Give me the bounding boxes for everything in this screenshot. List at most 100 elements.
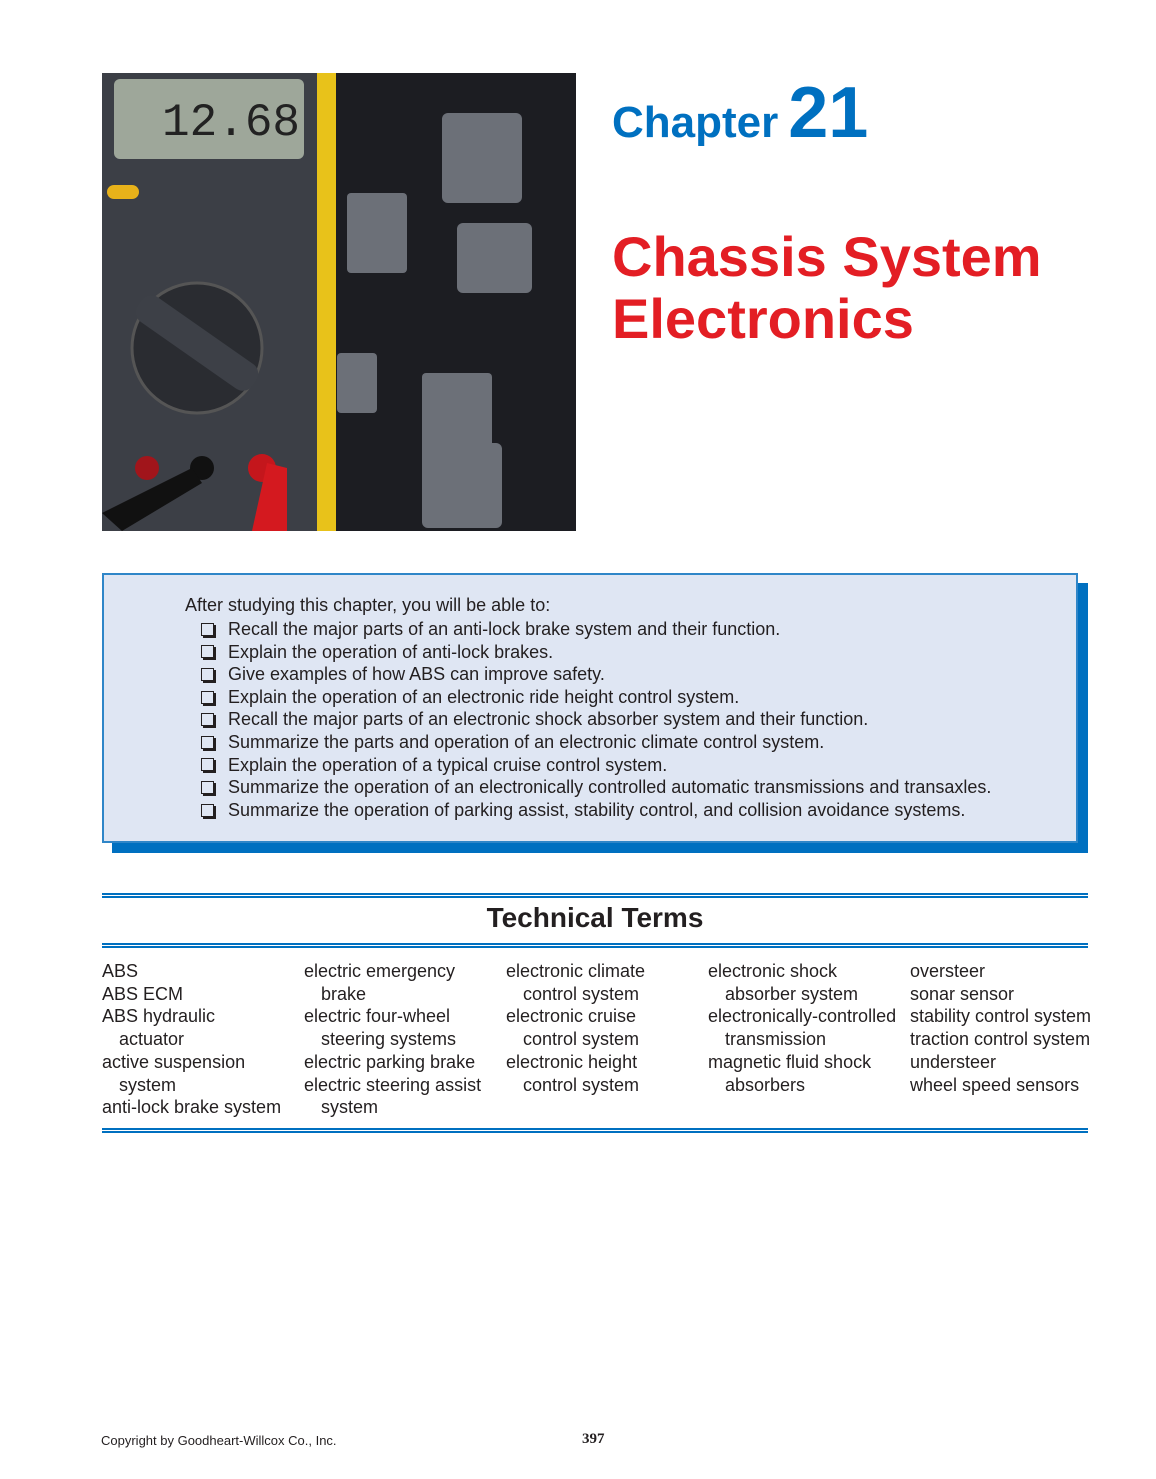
chapter-label: Chapter <box>612 98 779 147</box>
term-line: anti-lock brake system <box>102 1097 282 1118</box>
term-line: brake <box>321 983 367 1004</box>
term-line: control system <box>523 1074 640 1095</box>
term-line: stability control system <box>910 1006 1092 1027</box>
term-line: sonar sensor <box>910 983 1015 1004</box>
objective-item: Summarize the operation of an electronic… <box>201 776 991 799</box>
checkbox-icon <box>201 690 214 704</box>
objectives-intro: After studying this chapter, you will be… <box>185 595 551 615</box>
objective-text: Explain the operation of a typical cruis… <box>228 754 668 775</box>
technical-term: stability control system <box>910 1005 1112 1028</box>
objective-text: Summarize the parts and operation of an … <box>228 731 825 752</box>
term-line: electronic cruise <box>506 1006 637 1027</box>
objective-item: Recall the major parts of an anti-lock b… <box>201 618 991 641</box>
term-line: electronic shock <box>708 961 838 981</box>
objective-text: Recall the major parts of an anti-lock b… <box>228 619 781 639</box>
technical-term: ABS ECM <box>102 983 304 1006</box>
term-line: electronic height <box>506 1051 638 1072</box>
term-line: traction control system <box>910 1029 1091 1050</box>
technical-term: ABS <box>102 960 304 983</box>
term-line: steering systems <box>321 1029 457 1050</box>
technical-term: understeer <box>910 1051 1112 1074</box>
technical-term: wheel speed sensors <box>910 1074 1112 1097</box>
objective-item: Explain the operation of anti-lock brake… <box>201 641 991 664</box>
term-line: oversteer <box>910 961 986 981</box>
term-line: absorbers <box>725 1074 806 1095</box>
divider <box>102 893 1088 898</box>
checkbox-icon <box>201 803 214 817</box>
term-line: electric four-wheel <box>304 1006 451 1027</box>
divider <box>102 943 1088 948</box>
term-line: control system <box>523 1029 640 1050</box>
checkbox-icon <box>201 758 214 772</box>
objective-item: Explain the operation of an electronic r… <box>201 686 991 709</box>
term-line: active suspension <box>102 1051 246 1072</box>
objective-item: Explain the operation of a typical cruis… <box>201 754 991 777</box>
divider <box>102 1128 1088 1133</box>
technical-terms-title: Technical Terms <box>486 902 704 933</box>
objective-text: Summarize the operation of parking assis… <box>228 799 966 820</box>
objective-text: Explain the operation of anti-lock brake… <box>228 641 554 662</box>
technical-term: electric parking brake <box>304 1051 506 1074</box>
chapter-photo-multimeter-fusebox: 12.68 <box>102 73 576 531</box>
term-line: electric parking brake <box>304 1051 476 1072</box>
display-reading: 12.68 <box>162 97 300 149</box>
term-line: ABS ECM <box>102 983 184 1004</box>
checkbox-icon <box>201 645 214 659</box>
term-line: wheel speed sensors <box>910 1074 1080 1095</box>
checkbox-icon <box>201 735 214 749</box>
term-line: understeer <box>910 1051 997 1072</box>
objective-item: Give examples of how ABS can improve saf… <box>201 663 991 686</box>
checkbox-icon <box>201 667 214 681</box>
term-line: ABS hydraulic <box>102 1006 216 1027</box>
chapter-number: 21 <box>788 73 869 153</box>
term-line: magnetic fluid shock <box>708 1051 872 1072</box>
term-line: system <box>119 1074 177 1095</box>
chapter-title-line: Electronics <box>612 287 914 350</box>
term-line: electronically-controlled <box>708 1006 897 1027</box>
term-line: electronic climate <box>506 961 646 981</box>
chapter-title: Chassis System Electronics <box>612 226 1042 350</box>
page-number: 397 <box>582 1431 605 1447</box>
technical-term: sonar sensor <box>910 983 1112 1006</box>
objective-text: Summarize the operation of an electronic… <box>228 777 992 798</box>
term-line: transmission <box>725 1029 827 1050</box>
objective-text: Recall the major parts of an electronic … <box>228 709 869 730</box>
term-line: electric emergency <box>304 961 456 981</box>
term-line: absorber system <box>725 983 859 1004</box>
technical-term: traction control system <box>910 1028 1112 1051</box>
term-line: system <box>321 1097 379 1118</box>
objective-item: Summarize the operation of parking assis… <box>201 799 991 822</box>
checkbox-icon <box>201 780 214 794</box>
technical-term: oversteer <box>910 960 1112 983</box>
copyright: Copyright by Goodheart-Willcox Co., Inc. <box>101 1433 337 1448</box>
objectives-box: After studying this chapter, you will be… <box>102 573 1078 843</box>
chapter-title-line: Chassis System <box>612 225 1042 288</box>
technical-term: anti-lock brake system <box>102 1096 304 1119</box>
checkbox-icon <box>201 713 214 727</box>
objective-item: Summarize the parts and operation of an … <box>201 731 991 754</box>
term-line: actuator <box>119 1029 185 1050</box>
objective-item: Recall the major parts of an electronic … <box>201 708 991 731</box>
checkbox-icon <box>201 622 214 636</box>
objectives-list: Recall the major parts of an anti-lock b… <box>201 618 991 821</box>
objective-text: Give examples of how ABS can improve saf… <box>228 664 605 685</box>
